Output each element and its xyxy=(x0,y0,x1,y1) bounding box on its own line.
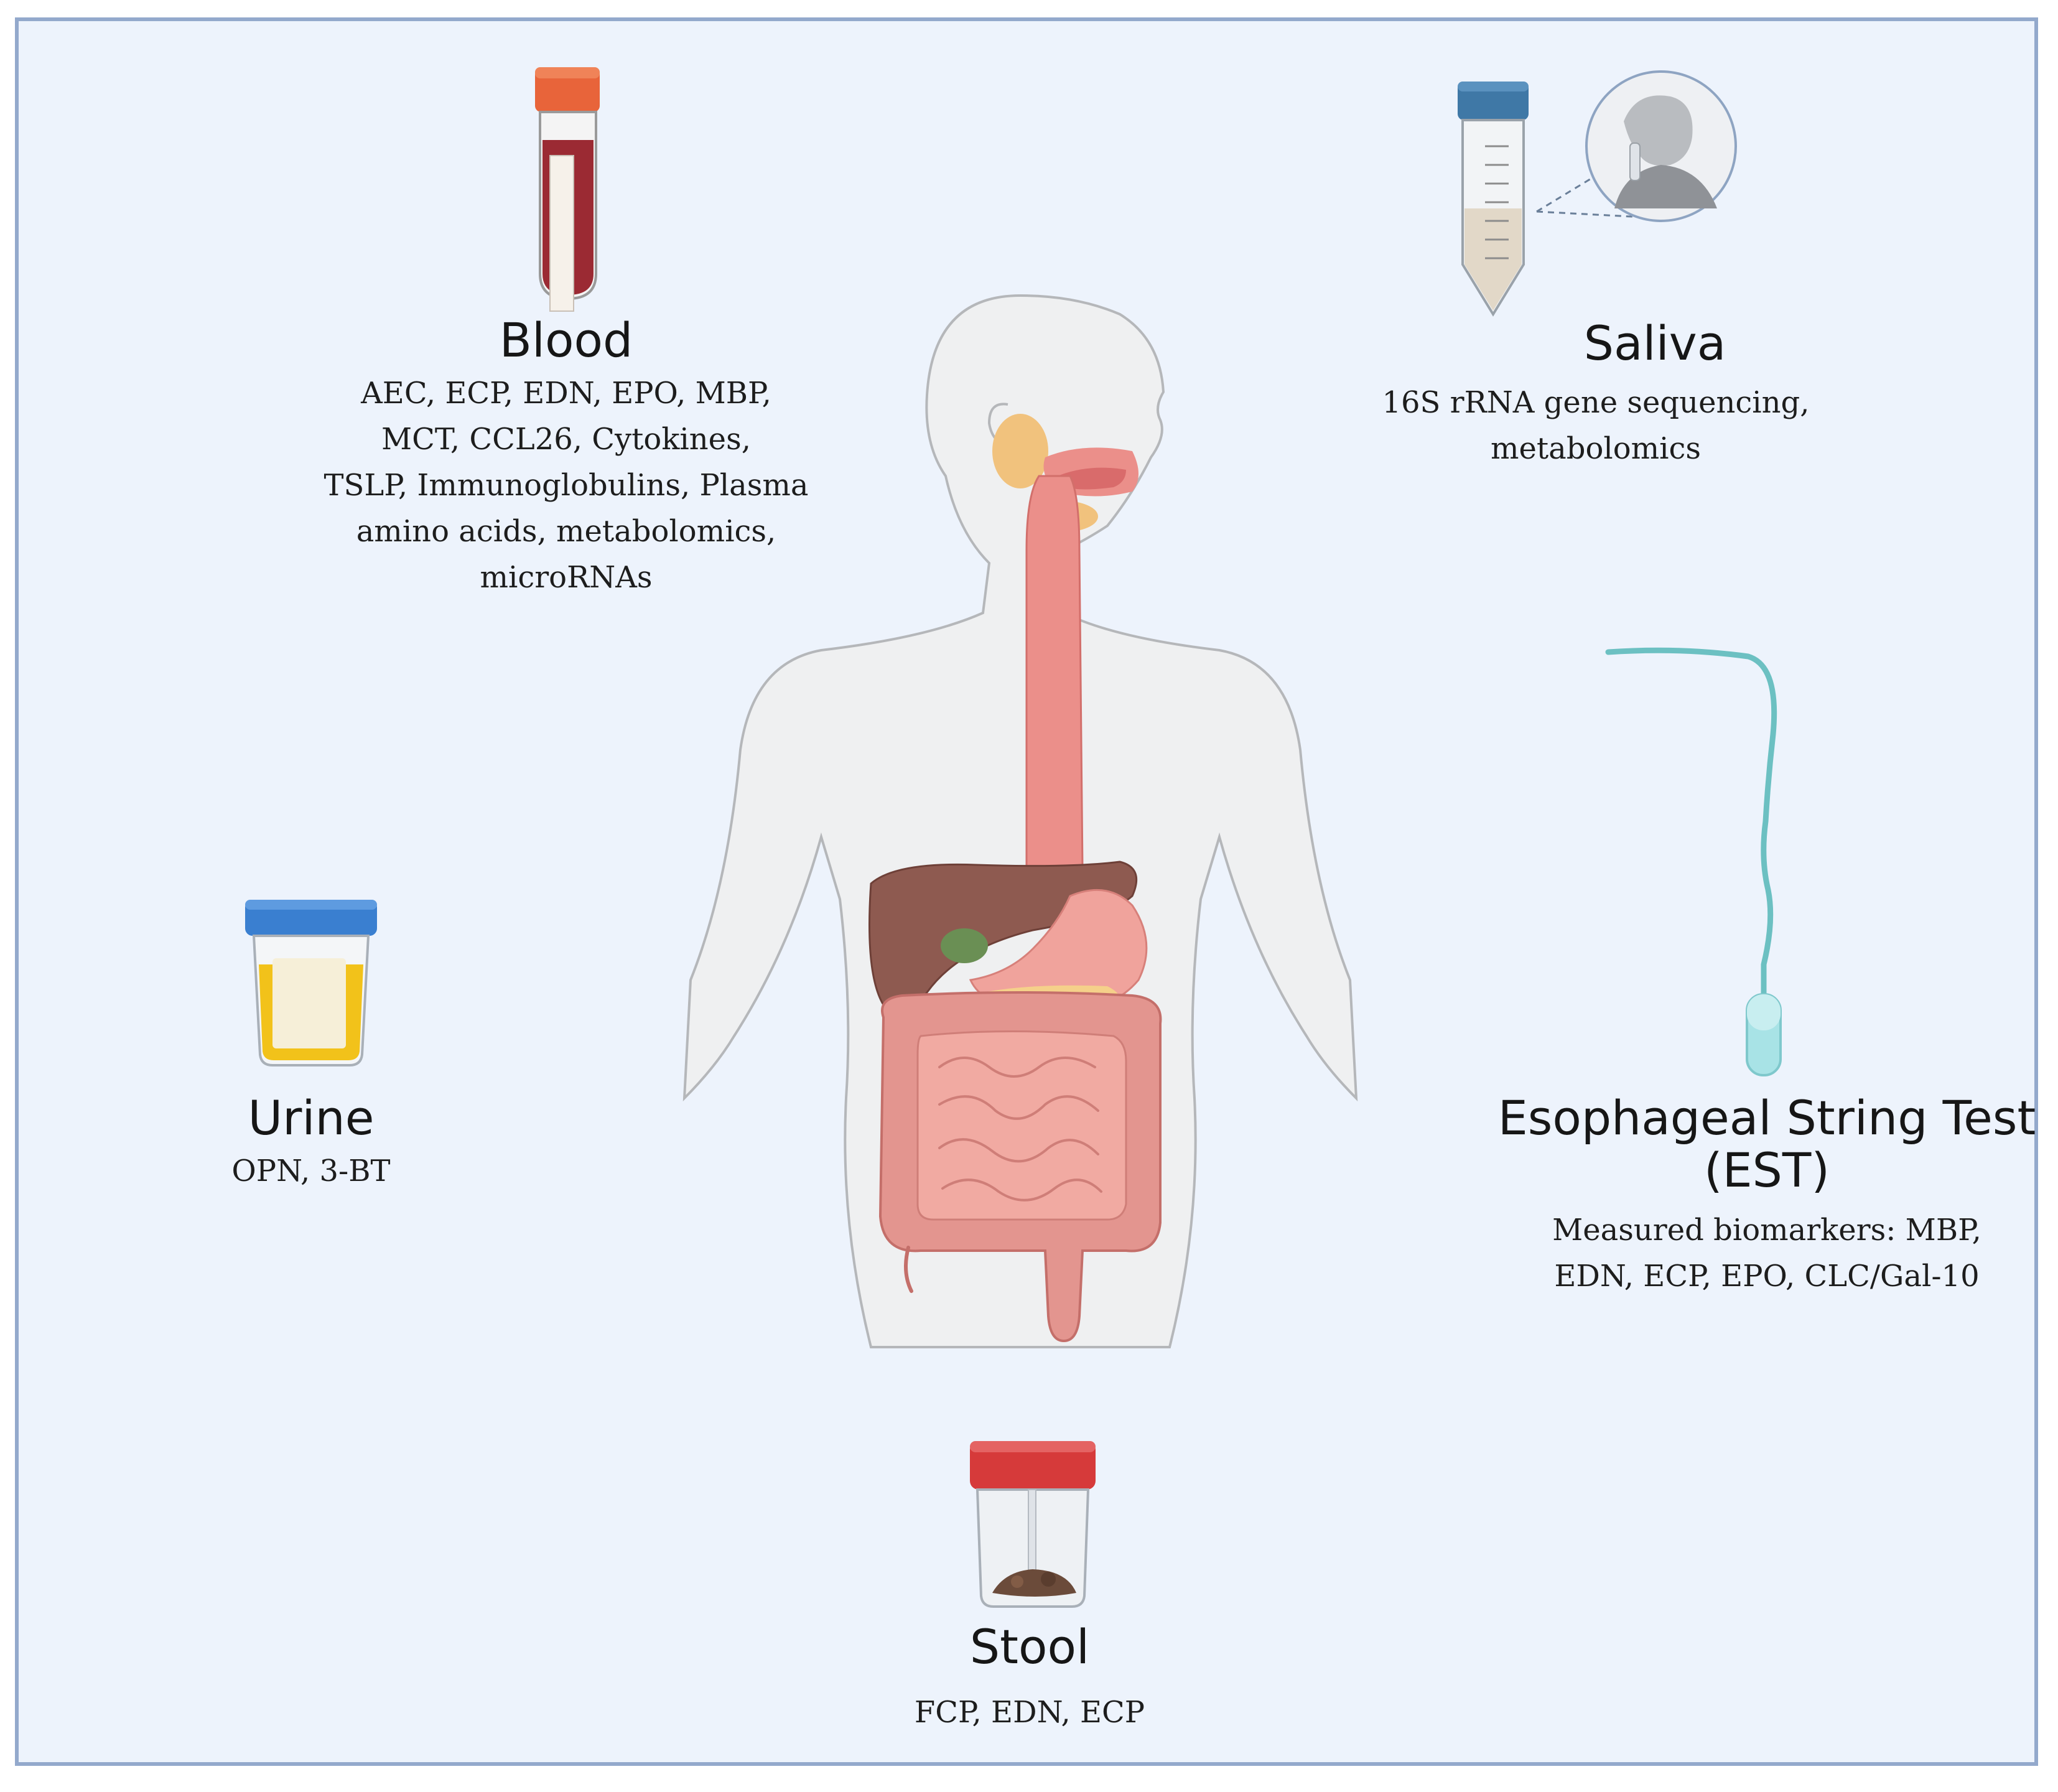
stool-biomarkers: FCP, EDN, ECP xyxy=(874,1689,1185,1735)
blood-tube-icon xyxy=(528,62,608,312)
est-biomarkers-line: EDN, ECP, EPO, CLC/Gal-10 xyxy=(1554,1259,1980,1294)
est-title: Esophageal String Test (EST) xyxy=(1456,1092,2058,1196)
saliva-biomarkers-line: 16S rRNA gene sequencing, xyxy=(1382,385,1810,420)
urine-biomarkers-line: OPN, 3-BT xyxy=(231,1154,391,1188)
urine-title: Urine xyxy=(248,1090,375,1146)
blood-biomarkers-line: MCT, CCL26, Cytokines, xyxy=(381,422,751,457)
est-title-line: (EST) xyxy=(1704,1142,1830,1198)
saliva-tube-icon xyxy=(1453,78,1534,320)
stool-title: Stool xyxy=(969,1619,1090,1674)
est-biomarkers: Measured biomarkers: MBP, EDN, ECP, EPO,… xyxy=(1456,1207,2058,1299)
blood-biomarkers-line: microRNAs xyxy=(480,560,653,595)
esophageal-string-icon xyxy=(1605,641,1792,1083)
stool-biomarkers-line: FCP, EDN, ECP xyxy=(914,1695,1145,1730)
saliva-biomarkers: 16S rRNA gene sequencing, metabolomics xyxy=(1338,380,1854,472)
blood-biomarkers-line: TSLP, Immunoglobulins, Plasma xyxy=(324,468,809,503)
blood-biomarkers: AEC, ECP, EDN, EPO, MBP, MCT, CCL26, Cyt… xyxy=(261,370,871,600)
blood-biomarkers-line: amino acids, metabolomics, xyxy=(356,514,776,549)
blood-title: Blood xyxy=(499,312,633,368)
est-title-line: Esophageal String Test xyxy=(1497,1090,2036,1146)
urine-cup-icon xyxy=(243,896,379,1070)
urine-biomarkers: OPN, 3-BT xyxy=(156,1148,467,1194)
human-digestive-system-icon xyxy=(635,289,1406,1348)
saliva-title: Saliva xyxy=(1583,315,1726,371)
blood-biomarkers-line: AEC, ECP, EDN, EPO, MBP, xyxy=(361,376,771,411)
saliva-donor-icon xyxy=(1530,65,1742,227)
saliva-biomarkers-line: metabolomics xyxy=(1490,431,1702,466)
est-biomarkers-line: Measured biomarkers: MBP, xyxy=(1552,1213,1981,1248)
stool-cup-icon xyxy=(967,1437,1098,1612)
